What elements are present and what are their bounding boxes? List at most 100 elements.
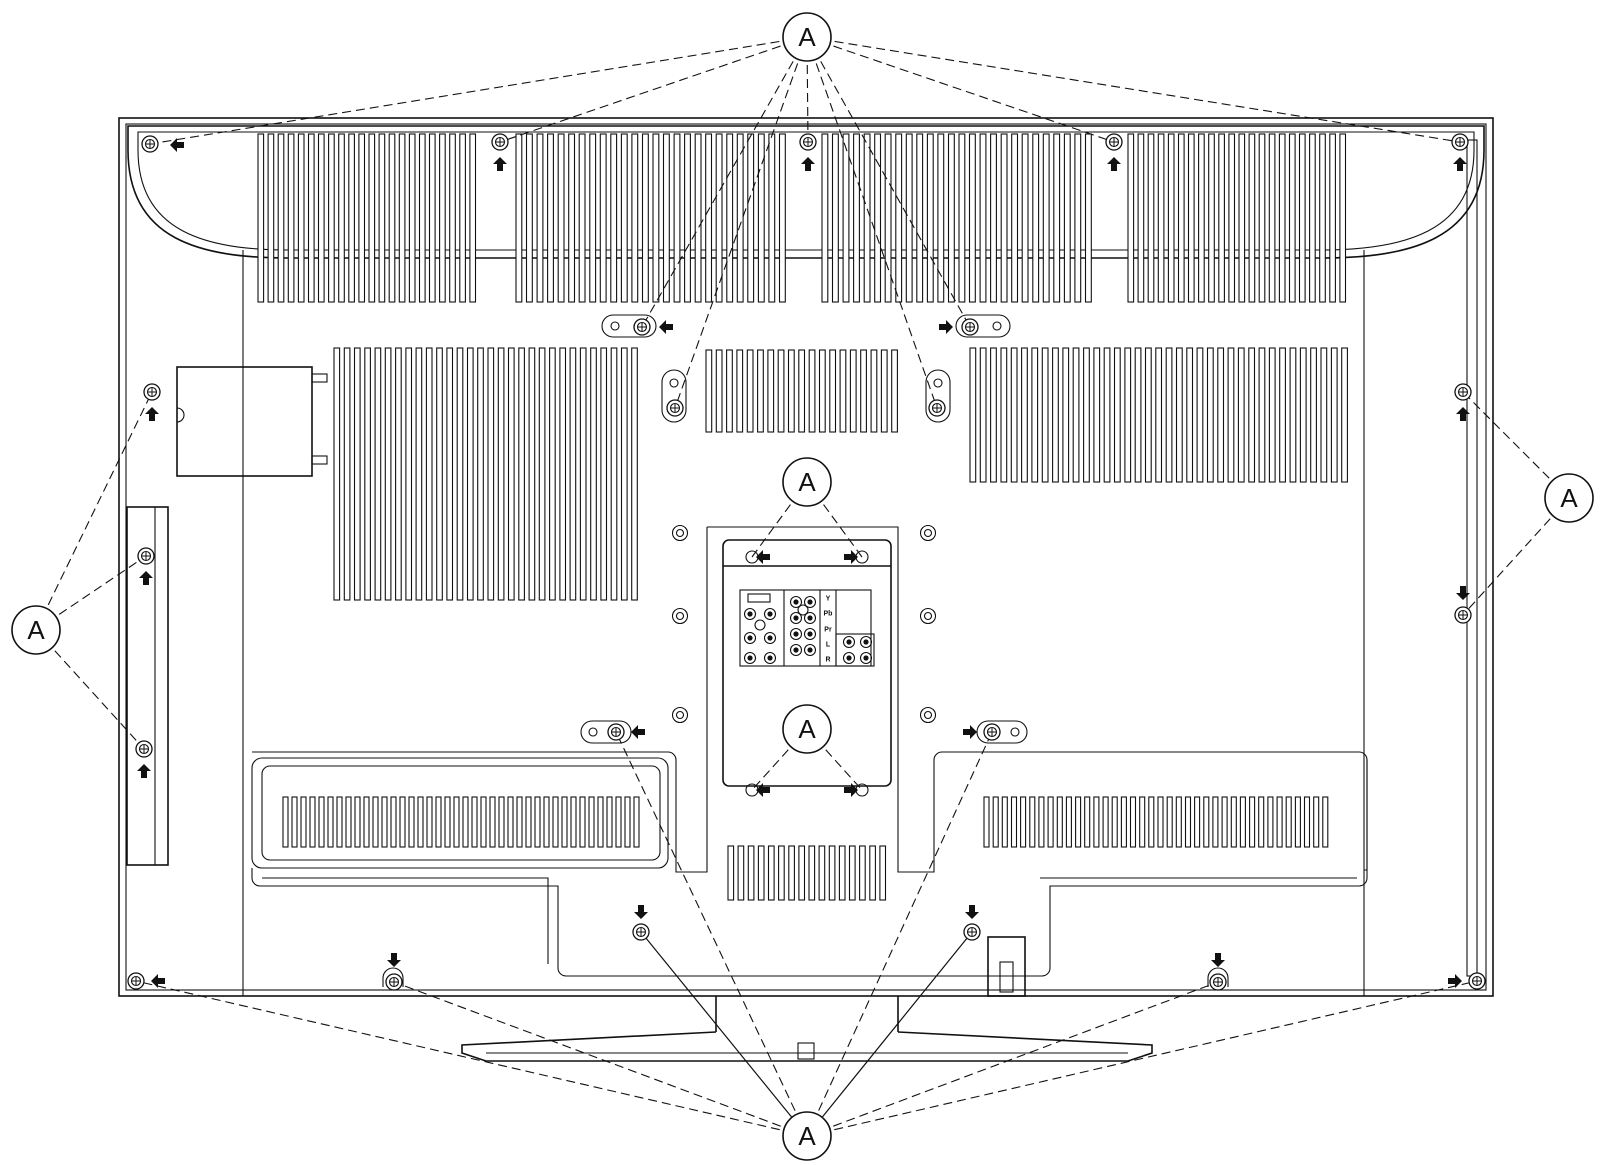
vent-slot [518,347,525,601]
leader-line [674,36,808,409]
vent-slot [1001,796,1008,848]
av-jack [789,611,803,625]
vent-slot [1258,347,1266,483]
vent-slot [343,347,351,601]
screw-head [1108,136,1120,148]
vent-slot [849,349,857,433]
vent-slot [747,845,755,901]
av-jack-center [807,631,813,637]
vent-slot [318,796,325,848]
av-jack [797,604,809,616]
vent-slot [1093,796,1100,848]
vent-slot [727,845,735,901]
leader-line [149,36,808,145]
vent-slot [1000,347,1008,483]
vent-slot [1111,796,1118,848]
vent-slot [788,845,795,901]
arrow-icon [137,764,151,778]
vent-slot [417,796,424,848]
av-jack [842,651,856,665]
vent-slot [1165,347,1173,483]
callout-bottom: A [782,1111,832,1161]
vent-slot [557,133,565,303]
vent-slot [778,133,786,303]
vent-slot [860,349,867,433]
vent-slot [333,347,341,601]
vent-slot [1083,347,1090,483]
vent-slot [1313,796,1320,848]
av-jack-center [807,615,813,621]
vent-slot [1212,796,1219,848]
vent-slot [615,796,622,848]
vent-slot [568,133,576,303]
vent-slot [1047,796,1054,848]
vent-slot [1194,796,1201,848]
vent-slot [757,133,765,303]
jack-label-y: Y [826,596,831,603]
av-jack [803,643,817,657]
vent-grilles [257,133,1348,901]
vent-slot [1208,133,1215,303]
vent-slot [1084,133,1092,303]
arrow-icon [756,550,770,564]
av-jack-center [793,631,799,637]
av-jack-center [807,599,813,605]
vent-slot [652,133,660,303]
vent-slot [1319,133,1326,303]
callout-label-left: A [27,615,45,645]
jack-label-pr: Pr [824,627,832,634]
screw-head [669,402,681,414]
vent-slot [384,347,392,601]
vent-slot [1011,133,1019,303]
leader-line [806,980,1478,1137]
vent-slot [715,133,723,303]
wall-mount-holes [671,524,937,724]
vent-slot [1124,347,1132,483]
vent-slot [528,347,536,601]
vent-slot [1238,133,1246,303]
leader-lines [35,36,1570,1137]
vent-slot [1239,796,1246,848]
vent-slot [588,796,595,848]
vent-slot [777,349,785,433]
vent-slot [947,133,955,303]
av-jack [743,607,757,621]
av-jack [789,627,803,641]
vent-slot [891,349,898,433]
vent-slot [1175,796,1182,848]
av-jack-center [846,655,852,661]
vent-slot [287,133,295,303]
vent-slot [895,133,903,303]
vent-slot [1167,133,1175,303]
vent-slot [1062,347,1070,483]
vent-slot [388,133,396,303]
vent-slot [1029,796,1036,848]
screw-head [1457,609,1469,621]
vent-slot [641,133,649,303]
av-jack [859,635,873,649]
vent-slot [1010,796,1018,848]
vent-slot [979,133,987,303]
av-jack [803,627,817,641]
mount-hole [919,524,937,542]
speaker-housings [251,757,1368,977]
vent-slot [606,796,613,848]
vent-slot [436,347,443,601]
arrow-icon [1107,157,1121,171]
vent-slot [879,845,887,901]
vent-slot [736,133,744,303]
vent-slot [368,133,376,303]
vent-slot [736,349,744,433]
vent-slot [516,796,523,848]
vent-slot [374,347,382,601]
vent-slot [1113,347,1121,483]
vent-slot [884,133,892,303]
vent-slot [958,133,966,303]
vent-slot [327,796,334,848]
vent-slot [631,347,638,601]
vent-slot [569,347,577,601]
vent-slot [1144,347,1152,483]
vent-slot [1285,796,1292,848]
vent-slot [757,349,764,433]
